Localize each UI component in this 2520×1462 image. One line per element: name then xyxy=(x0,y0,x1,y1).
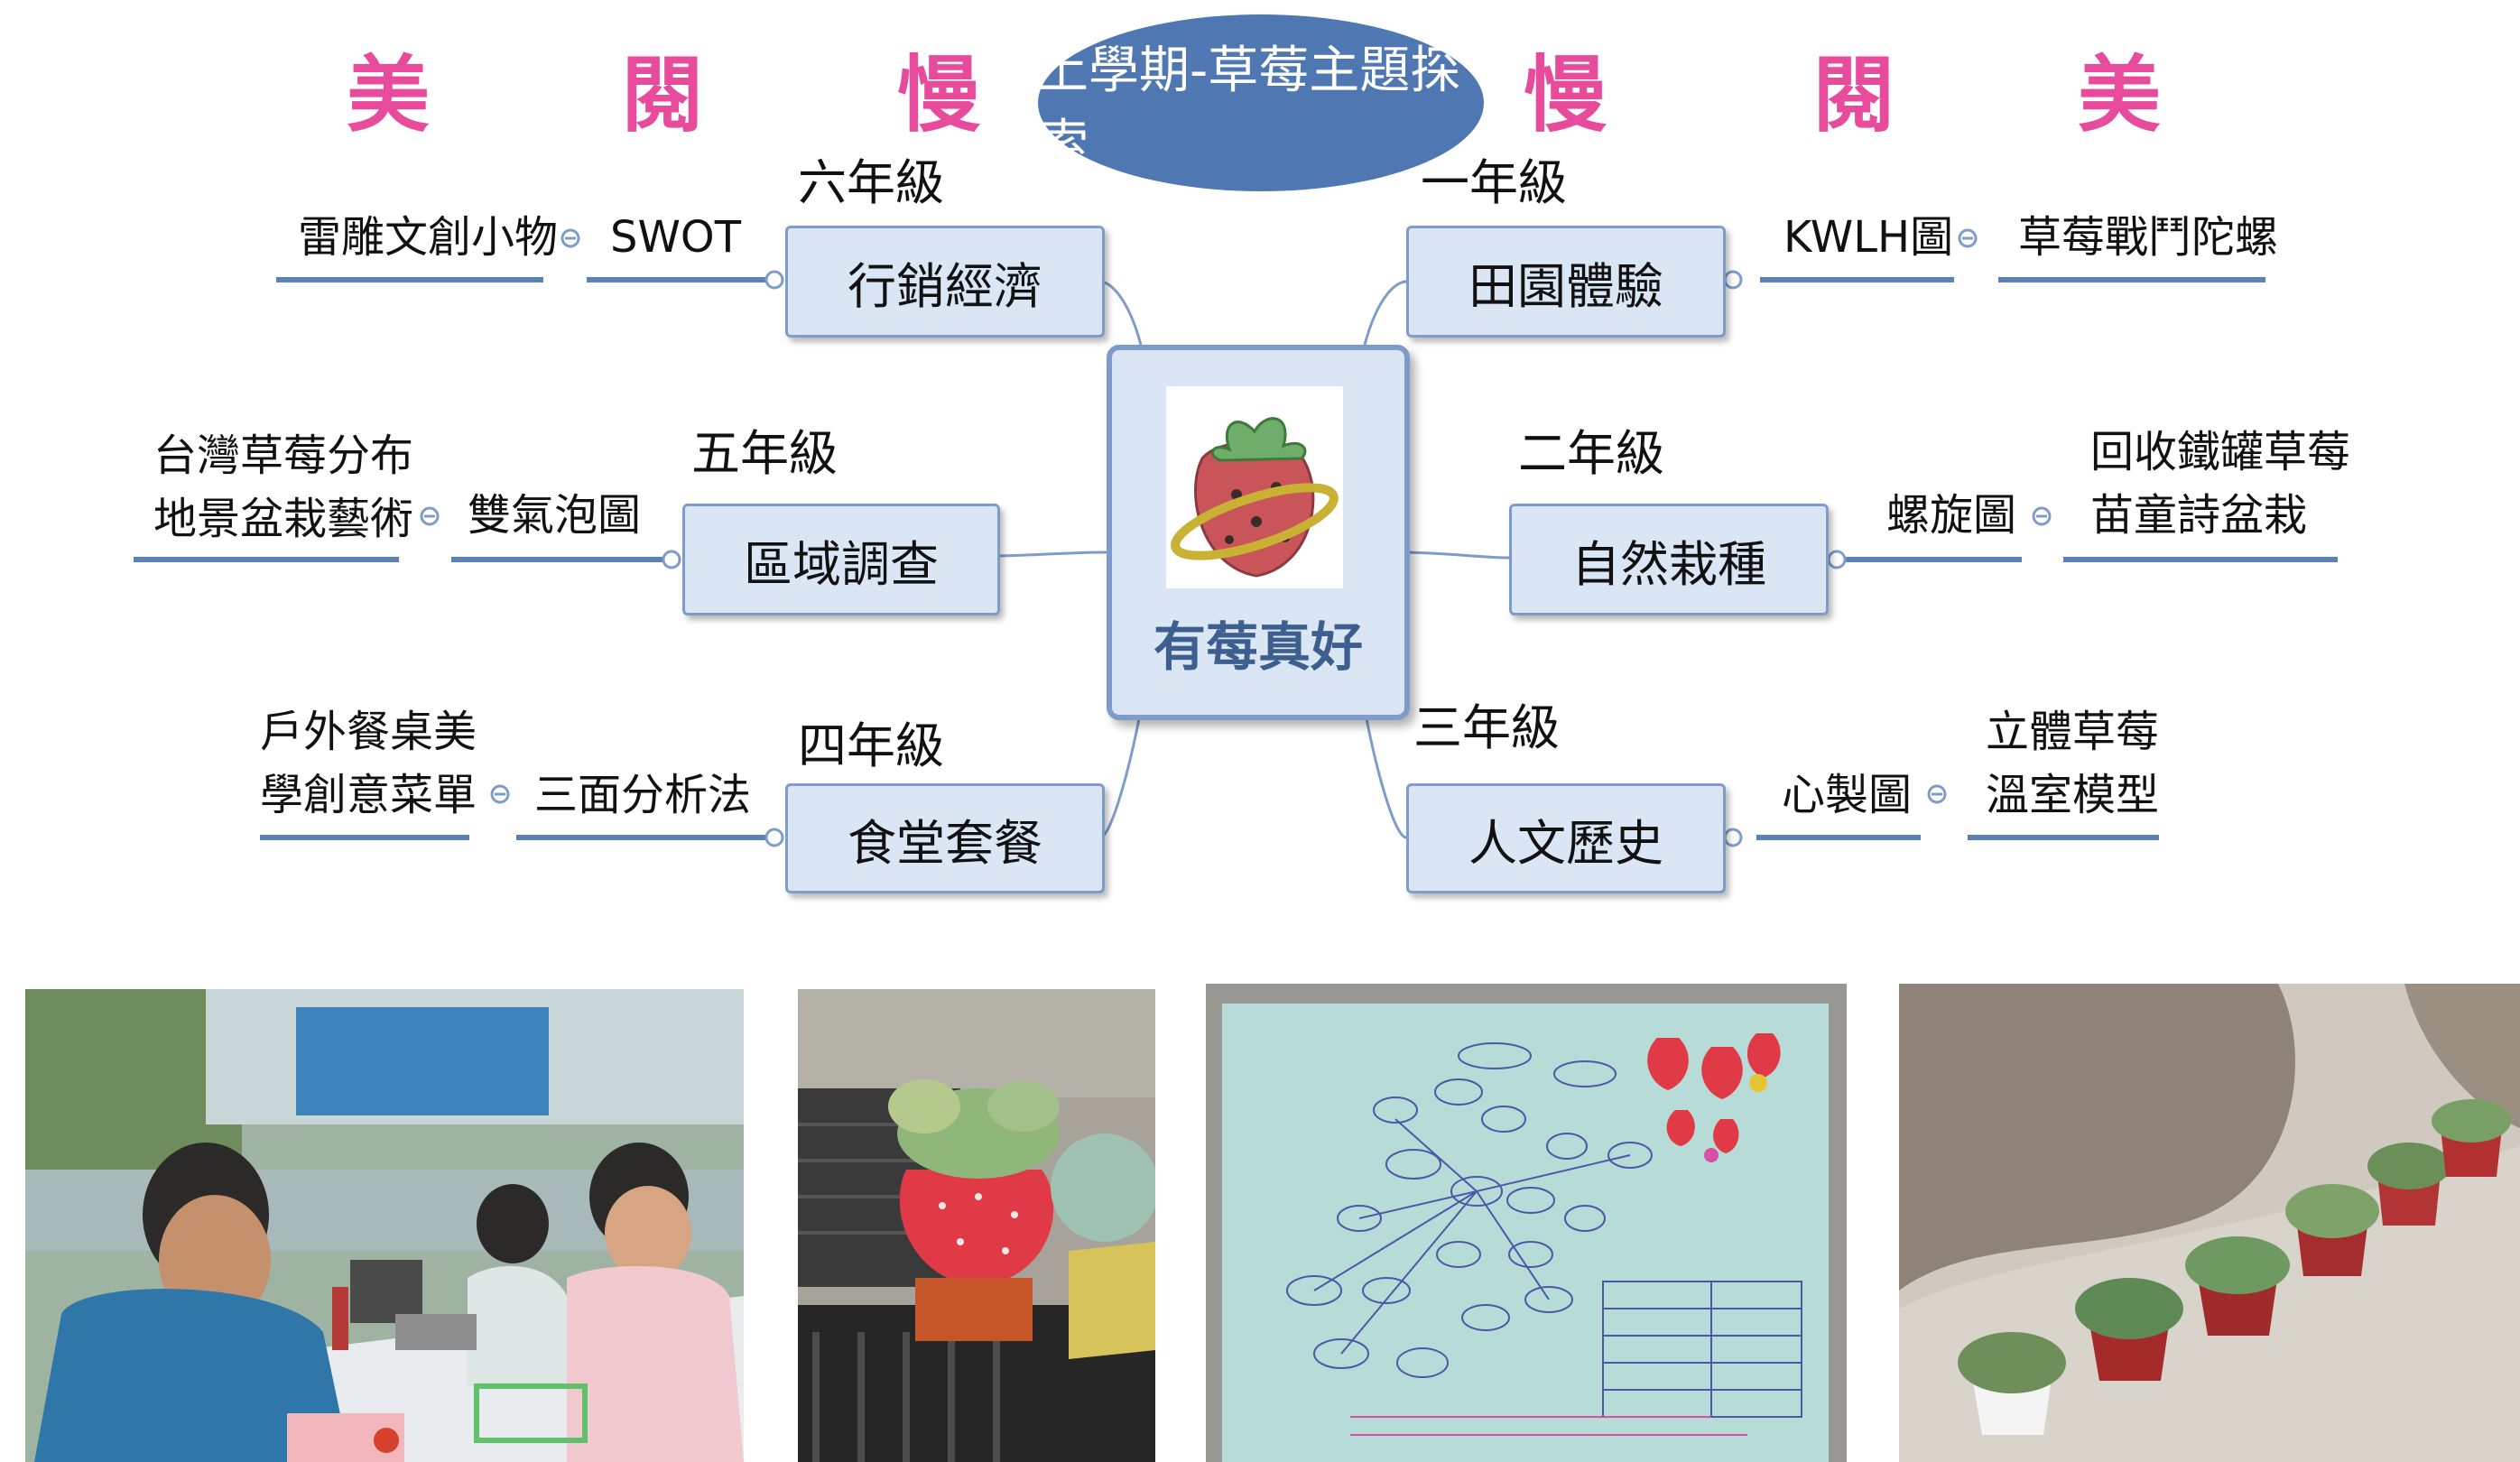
grade3-leaf2: 立體草莓 溫室模型 xyxy=(1986,700,2159,827)
header-char-man-right: 慢 xyxy=(1524,47,1607,143)
center-label: 有莓真好 xyxy=(1153,616,1363,678)
grade3-topic-node[interactable]: 人文歷史 xyxy=(1406,783,1726,893)
title-ellipse: 上學期-草莓主題探索 xyxy=(1038,14,1484,191)
grade2-leaf2: 回收鐵罐草莓 苗童詩盆栽 xyxy=(2090,421,2350,547)
grade4-leaf2-line1: 學創意菜單 xyxy=(260,770,477,820)
grade1-topic-node[interactable]: 田園體驗 xyxy=(1406,226,1726,338)
header-char-mei-right: 美 xyxy=(2078,47,2162,143)
strawberry-mindmap-poster-photo xyxy=(1206,984,1847,1462)
strawberry-planet-icon xyxy=(1166,386,1343,588)
grade4-topic: 食堂套餐 xyxy=(848,814,1042,872)
grade1-leaf2: 草莓戰鬥陀螺 xyxy=(2018,206,2278,269)
grade6-topic: 行銷經濟 xyxy=(848,257,1042,315)
grade5-topic-node[interactable]: 區域調查 xyxy=(682,504,1000,615)
strawberry-planter-succulents-photo xyxy=(798,989,1155,1462)
grade3-leaf1: 心製圖 xyxy=(1782,770,1913,820)
grade1-leaf1: KWLH圖 xyxy=(1783,212,1954,263)
grade3-leaf2-line1: 溫室模型 xyxy=(1986,770,2160,820)
grade4-label: 四年級 xyxy=(798,717,944,774)
header-char-mei-left: 美 xyxy=(347,47,431,143)
grade5-leaf1: 雙氣泡圖 xyxy=(468,490,642,541)
grade6-leaf2: 雷雕文創小物 xyxy=(298,206,558,269)
grade3-topic: 人文歷史 xyxy=(1468,814,1663,872)
grade2-leaf1: 螺旋圖 xyxy=(1886,490,2017,541)
grade3-label: 三年級 xyxy=(1413,699,1560,756)
grade6-leaf2-line0: 雷雕文創小物 xyxy=(298,212,559,263)
grade1-topic: 田園體驗 xyxy=(1468,257,1663,315)
grade5-leaf2: 台灣草莓分布 地景盆栽藝術 xyxy=(153,424,413,551)
header-char-man-left: 慢 xyxy=(897,47,981,143)
grade5-label: 五年級 xyxy=(691,425,838,482)
grade2-label: 二年級 xyxy=(1518,425,1664,482)
grade5-leaf2-line0: 台灣草莓分布 xyxy=(153,430,414,481)
header-char-yue-left: 閱 xyxy=(621,47,705,143)
header-char-yue-right: 閱 xyxy=(1812,47,1896,143)
grade2-topic-node[interactable]: 自然栽種 xyxy=(1509,504,1829,615)
grade2-leaf2-line0: 回收鐵罐草莓 xyxy=(2090,427,2351,477)
grade3-leaf2-line0: 立體草莓 xyxy=(1986,707,2160,757)
grade5-leaf2-line1: 地景盆栽藝術 xyxy=(153,494,414,544)
grade6-label: 六年級 xyxy=(798,154,944,211)
potted-succulents-on-steps-photo xyxy=(1899,984,2520,1462)
grade5-topic: 區域調查 xyxy=(744,535,939,593)
grade2-topic: 自然栽種 xyxy=(1571,535,1766,593)
grade6-leaf1: SWOT xyxy=(610,212,742,263)
grade1-leaf2-line0: 草莓戰鬥陀螺 xyxy=(2018,212,2279,263)
center-node[interactable]: 有莓真好 xyxy=(1107,345,1410,720)
grade2-leaf2-line1: 苗童詩盆栽 xyxy=(2090,490,2308,541)
students-cooking-photo xyxy=(25,989,744,1462)
grade4-leaf2: 戶外餐桌美 學創意菜單 xyxy=(260,700,477,827)
grade4-leaf1: 三面分析法 xyxy=(534,770,752,820)
grade1-label: 一年級 xyxy=(1421,154,1567,211)
grade6-topic-node[interactable]: 行銷經濟 xyxy=(785,226,1105,338)
grade4-topic-node[interactable]: 食堂套餐 xyxy=(785,783,1105,893)
page-title: 上學期-草莓主題探索 xyxy=(1038,42,1461,173)
grade4-leaf2-line0: 戶外餐桌美 xyxy=(260,707,477,757)
